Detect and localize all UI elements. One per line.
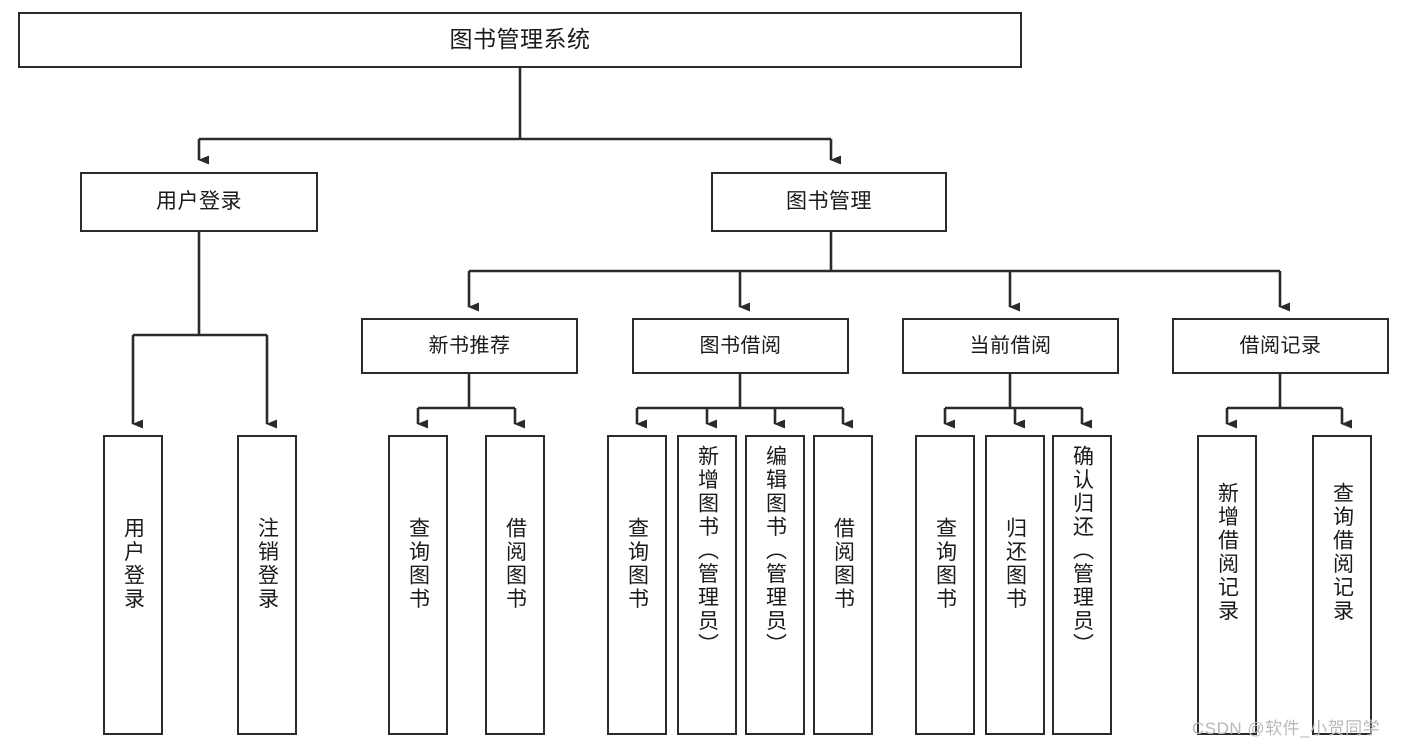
- watermark: CSDN @软件_小贺同学: [1192, 719, 1381, 738]
- leaf-confirm-return[interactable]: 确认归还（管理员）: [1052, 435, 1112, 735]
- node-book-manage[interactable]: 图书管理: [711, 172, 947, 232]
- leaf-query-book-3[interactable]: 查询图书: [915, 435, 975, 735]
- node-book-manage-label: 图书管理: [786, 190, 872, 214]
- leaf-user-login-label: 用户登录: [121, 517, 145, 611]
- node-user-login[interactable]: 用户登录: [80, 172, 318, 232]
- node-book-borrow-label: 图书借阅: [699, 334, 782, 357]
- node-current-borrow-label: 当前借阅: [969, 334, 1052, 357]
- leaf-query-book-2[interactable]: 查询图书: [607, 435, 667, 735]
- node-new-book-recommend[interactable]: 新书推荐: [361, 318, 578, 374]
- leaf-user-login[interactable]: 用户登录: [103, 435, 163, 735]
- leaf-query-book-1-label: 查询图书: [406, 517, 430, 611]
- leaf-add-record[interactable]: 新增借阅记录: [1197, 435, 1257, 735]
- node-borrow-record[interactable]: 借阅记录: [1172, 318, 1389, 374]
- node-borrow-record-label: 借阅记录: [1239, 334, 1322, 357]
- leaf-add-record-label: 新增借阅记录: [1215, 482, 1239, 623]
- node-current-borrow[interactable]: 当前借阅: [902, 318, 1119, 374]
- node-book-borrow[interactable]: 图书借阅: [632, 318, 849, 374]
- node-root-label: 图书管理系统: [449, 26, 591, 53]
- leaf-query-book-2-label: 查询图书: [625, 517, 649, 611]
- leaf-add-book[interactable]: 新增图书（管理员）: [677, 435, 737, 735]
- leaf-edit-book[interactable]: 编辑图书（管理员）: [745, 435, 805, 735]
- leaf-logout[interactable]: 注销登录: [237, 435, 297, 735]
- leaf-logout-label: 注销登录: [255, 517, 279, 611]
- node-new-book-recommend-label: 新书推荐: [428, 334, 511, 357]
- leaf-query-record[interactable]: 查询借阅记录: [1312, 435, 1372, 735]
- node-root[interactable]: 图书管理系统: [18, 12, 1022, 68]
- leaf-query-book-3-label: 查询图书: [933, 517, 957, 611]
- leaf-borrow-book-2[interactable]: 借阅图书: [813, 435, 873, 735]
- leaf-return-book[interactable]: 归还图书: [985, 435, 1045, 735]
- leaf-borrow-book-1-label: 借阅图书: [503, 517, 527, 611]
- leaf-add-book-label: 新增图书（管理员）: [695, 445, 719, 657]
- leaf-return-book-label: 归还图书: [1003, 517, 1027, 611]
- leaf-edit-book-label: 编辑图书（管理员）: [763, 445, 787, 657]
- leaf-confirm-return-label: 确认归还（管理员）: [1070, 445, 1094, 657]
- node-user-login-label: 用户登录: [156, 190, 242, 214]
- leaf-query-book-1[interactable]: 查询图书: [388, 435, 448, 735]
- leaf-borrow-book-1[interactable]: 借阅图书: [485, 435, 545, 735]
- leaf-query-record-label: 查询借阅记录: [1330, 482, 1354, 623]
- leaf-borrow-book-2-label: 借阅图书: [831, 517, 855, 611]
